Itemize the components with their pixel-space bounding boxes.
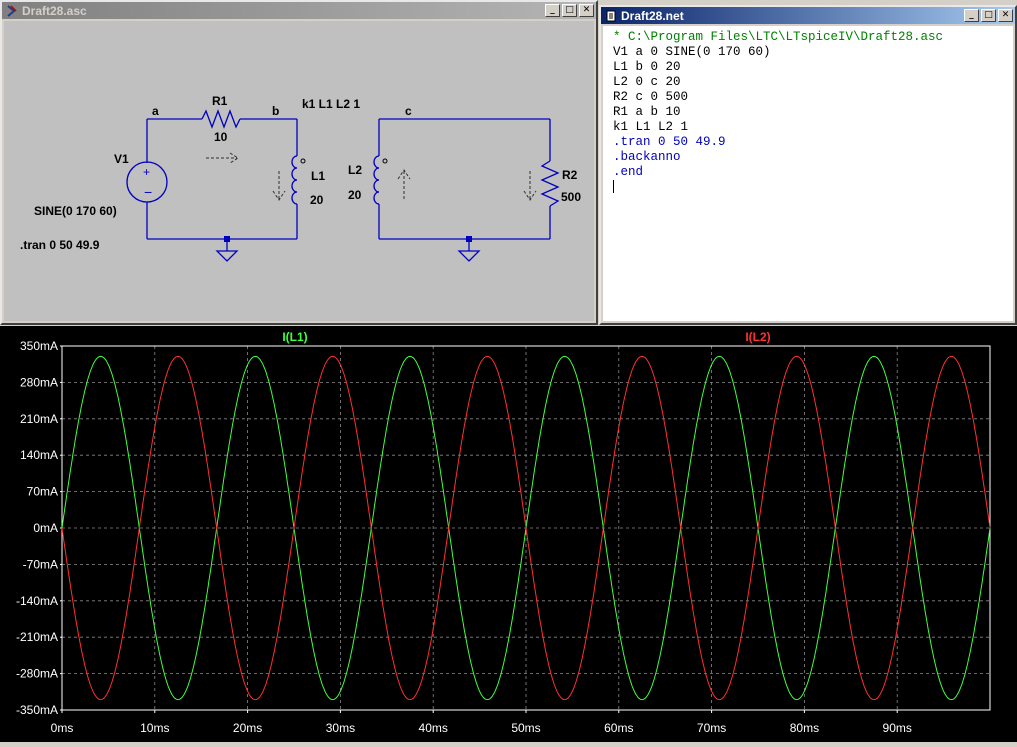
coupling-directive[interactable]: k1 L1 L2 1 — [302, 97, 360, 111]
netlist-title: Draft28.net — [621, 8, 684, 23]
close-button[interactable]: ✕ — [579, 4, 594, 17]
maximize-button[interactable]: □ — [562, 4, 577, 17]
schematic-title: Draft28.asc — [22, 3, 87, 18]
x-tick-label: 50ms — [511, 721, 540, 735]
netlist-doc-icon — [606, 10, 616, 21]
y-tick-label: -280mA — [16, 667, 58, 681]
waveform-plot[interactable]: 350mA 280mA 210mA 140mA 70mA 0mA -70mA -140mA -2… — [0, 326, 1017, 742]
schematic-canvas[interactable]: + − a b c R1 10 V1 — [4, 21, 594, 321]
x-tick-label: 90ms — [883, 721, 912, 735]
y-tick-label: -70mA — [23, 557, 58, 571]
r1-name: R1 — [212, 94, 228, 108]
l2-value: 20 — [348, 188, 362, 202]
v1-name: V1 — [114, 152, 129, 166]
svg-text:−: − — [144, 184, 152, 200]
node-label-c: c — [405, 104, 412, 118]
legend-il2[interactable]: I(L2) — [745, 330, 770, 344]
ltspice-app-icon — [7, 4, 17, 17]
waveform-viewer[interactable]: 350mA 280mA 210mA 140mA 70mA 0mA -70mA -140mA -2… — [0, 326, 1017, 742]
netlist-line[interactable]: .tran 0 50 49.9 — [613, 135, 726, 149]
x-tick-label: 0ms — [51, 721, 74, 735]
x-tick-label: 40ms — [419, 721, 448, 735]
r2-value: 500 — [561, 190, 581, 204]
netlist-line[interactable]: V1 a 0 SINE(0 170 60) — [613, 45, 771, 59]
trace-il2 — [61, 355, 991, 701]
r2-name: R2 — [562, 168, 578, 182]
legend-il1[interactable]: I(L1) — [282, 330, 307, 344]
y-tick-label: 0mA — [33, 521, 58, 535]
netlist-line[interactable]: L2 0 c 20 — [613, 75, 681, 89]
netlist-line[interactable]: R1 a b 10 — [613, 105, 681, 119]
netlist-line[interactable]: .end — [613, 165, 644, 179]
v1-value: SINE(0 170 60) — [34, 204, 117, 218]
text-caret — [613, 180, 1013, 195]
y-tick-label: 70mA — [27, 485, 58, 499]
x-tick-label: 10ms — [140, 721, 169, 735]
r1-value: 10 — [214, 130, 228, 144]
schematic-window[interactable]: Draft28.asc _ □ ✕ — [0, 0, 598, 325]
x-tick-label: 80ms — [790, 721, 819, 735]
x-tick-label: 70ms — [697, 721, 726, 735]
x-tick-label: 60ms — [604, 721, 633, 735]
netlist-line[interactable]: R2 c 0 500 — [613, 90, 689, 104]
netlist-line[interactable]: .backanno — [613, 150, 681, 164]
y-tick-label: 350mA — [20, 339, 58, 353]
node-label-b: b — [272, 104, 279, 118]
node-label-a: a — [152, 104, 159, 118]
close-button[interactable]: ✕ — [998, 9, 1013, 22]
netlist-titlebar[interactable]: Draft28.net _ □ ✕ — [601, 7, 1015, 24]
l1-value: 20 — [310, 193, 324, 207]
l2-name: L2 — [348, 163, 362, 177]
x-tick-label: 20ms — [233, 721, 262, 735]
maximize-button[interactable]: □ — [981, 9, 996, 22]
x-tick-label: 30ms — [326, 721, 355, 735]
l1-name: L1 — [311, 169, 325, 183]
netlist-editor[interactable]: * C:\Program Files\LTC\LTspiceIV\Draft28… — [603, 26, 1013, 321]
y-tick-label: 280mA — [20, 375, 58, 389]
schematic-drawing: + − a b c R1 10 V1 — [20, 94, 581, 262]
minimize-button[interactable]: _ — [545, 4, 560, 17]
y-tick-label: 210mA — [20, 412, 58, 426]
schematic-titlebar[interactable]: Draft28.asc _ □ ✕ — [2, 2, 596, 19]
y-tick-label: -350mA — [16, 703, 58, 717]
y-tick-label: -140mA — [16, 594, 58, 608]
netlist-line[interactable]: L1 b 0 20 — [613, 60, 681, 74]
y-tick-label: 140mA — [20, 448, 58, 462]
tran-directive[interactable]: .tran 0 50 49.9 — [20, 238, 100, 252]
netlist-line[interactable]: * C:\Program Files\LTC\LTspiceIV\Draft28… — [613, 30, 944, 44]
netlist-line[interactable]: k1 L1 L2 1 — [613, 120, 689, 134]
minimize-button[interactable]: _ — [964, 9, 979, 22]
svg-text:+: + — [143, 165, 150, 179]
y-tick-label: -210mA — [16, 630, 58, 644]
netlist-window[interactable]: Draft28.net _ □ ✕ * C:\Program Files\LTC… — [599, 5, 1017, 325]
